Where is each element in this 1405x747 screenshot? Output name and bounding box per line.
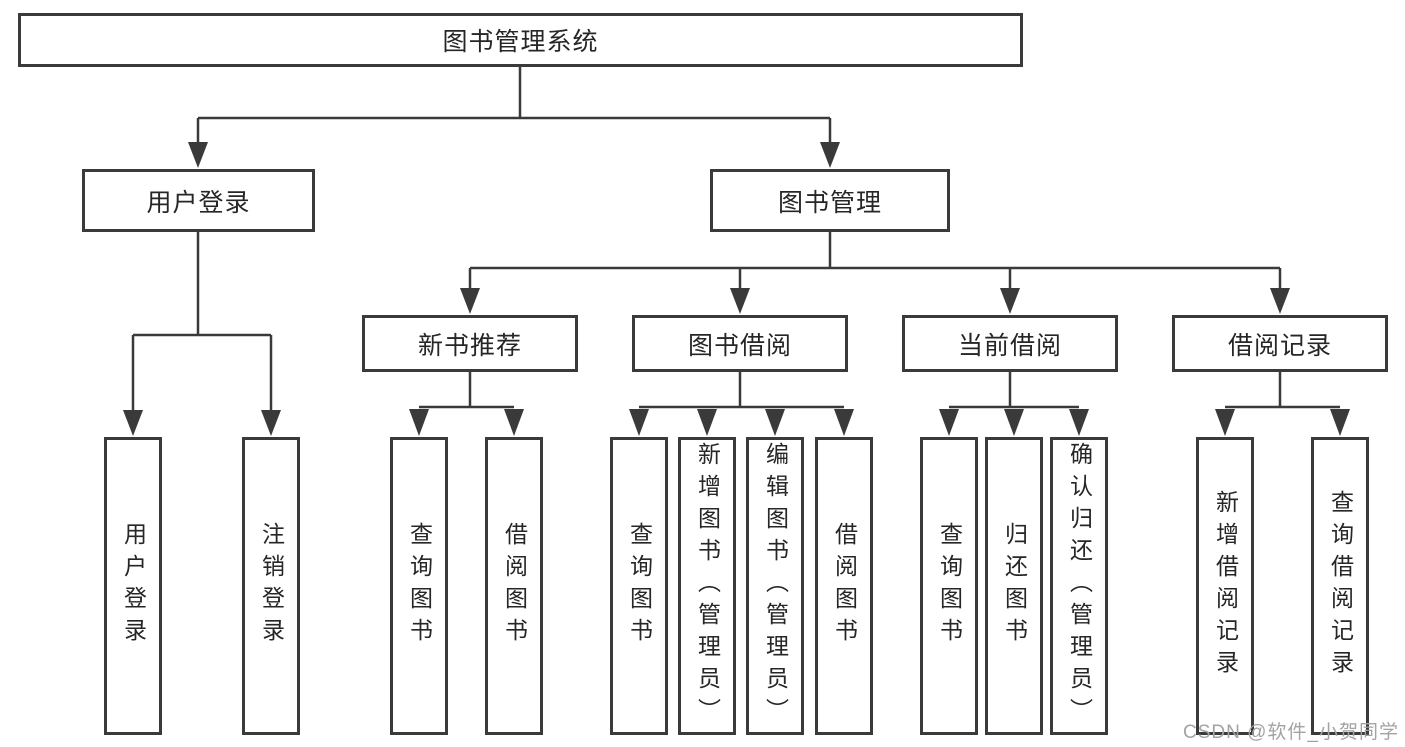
leaf-borrow-books: 借阅图书 <box>815 437 873 735</box>
leaf-query-books-current: 查询图书 <box>920 437 978 735</box>
leaf-borrow-books-recommend: 借阅图书 <box>485 437 543 735</box>
leaf-query-borrow-record: 查询借阅记录 <box>1311 437 1369 735</box>
leaf-return-book: 归还图书 <box>985 437 1043 735</box>
node-borrow-records: 借阅记录 <box>1172 315 1388 372</box>
leaf-add-book-admin: 新增图书（管理员） <box>678 437 736 735</box>
leaf-edit-book-admin: 编辑图书（管理员） <box>746 437 804 735</box>
leaf-add-borrow-record: 新增借阅记录 <box>1196 437 1254 735</box>
leaf-query-books-recommend: 查询图书 <box>390 437 448 735</box>
leaf-confirm-return-admin: 确认归还（管理员） <box>1050 437 1108 735</box>
node-new-book-recommend: 新书推荐 <box>362 315 578 372</box>
node-user-login: 用户登录 <box>82 169 315 232</box>
leaf-logout: 注销登录 <box>242 437 300 735</box>
node-current-borrow: 当前借阅 <box>902 315 1118 372</box>
leaf-user-login: 用户登录 <box>104 437 162 735</box>
arrowheads <box>123 142 1350 436</box>
node-book-borrow: 图书借阅 <box>632 315 848 372</box>
node-library-system: 图书管理系统 <box>18 13 1023 67</box>
leaf-query-books-borrow: 查询图书 <box>610 437 668 735</box>
watermark: CSDN @软件_小贺同学 <box>1183 722 1399 743</box>
node-book-management: 图书管理 <box>710 169 950 232</box>
